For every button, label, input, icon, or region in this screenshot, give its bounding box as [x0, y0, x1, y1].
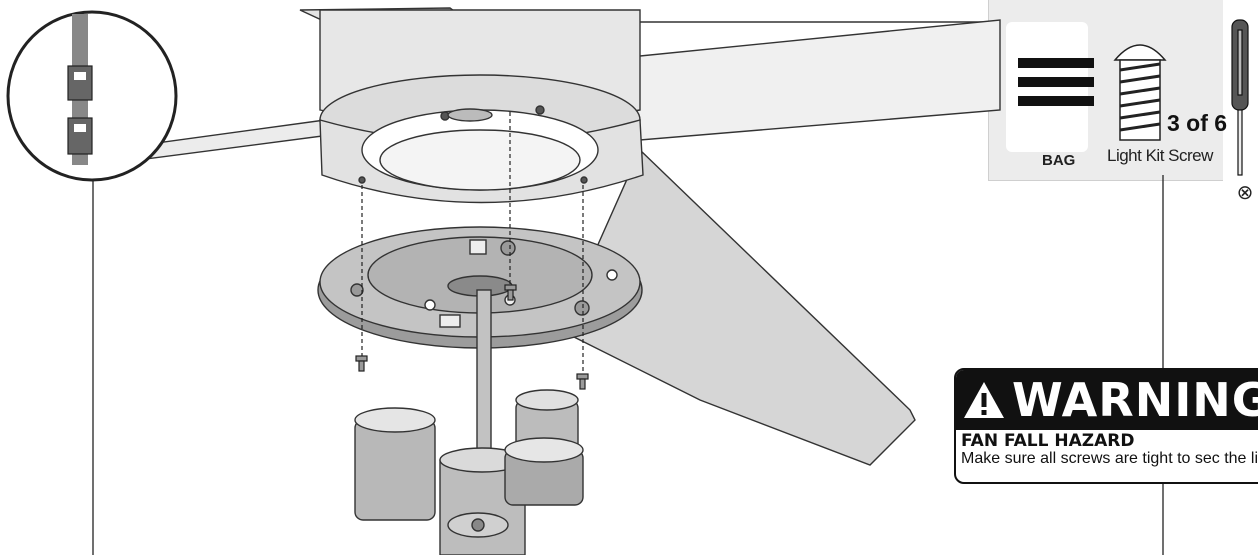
screw-quantity: 3 of 6: [1167, 110, 1228, 136]
phillips-drive-icon: ⊗: [1236, 182, 1254, 204]
warning-text: Make sure all screws are tight to sec th…: [961, 449, 1258, 467]
connector-callout: [6, 10, 178, 182]
screws: [355, 284, 589, 390]
light-fixture: [354, 289, 584, 555]
bag-icon: [1006, 22, 1094, 152]
warning-title: FAN FALL HAZARD: [961, 431, 1135, 451]
screw-guides: [361, 112, 584, 375]
warning-box: WARNING FAN FALL HAZARD Make sure all sc…: [954, 368, 1258, 484]
warning-header: WARNING: [956, 370, 1258, 430]
warning-heading: WARNING: [1012, 373, 1258, 427]
screw-icon: [1113, 44, 1167, 141]
warning-triangle-icon: [964, 382, 1004, 418]
phillips-screwdriver-icon: [1231, 19, 1249, 176]
light-kit-plate: [317, 226, 643, 349]
motor-housing: [319, 9, 644, 204]
bag-label: BAG: [1042, 152, 1076, 169]
screw-name: Light Kit Screw: [1107, 146, 1213, 165]
